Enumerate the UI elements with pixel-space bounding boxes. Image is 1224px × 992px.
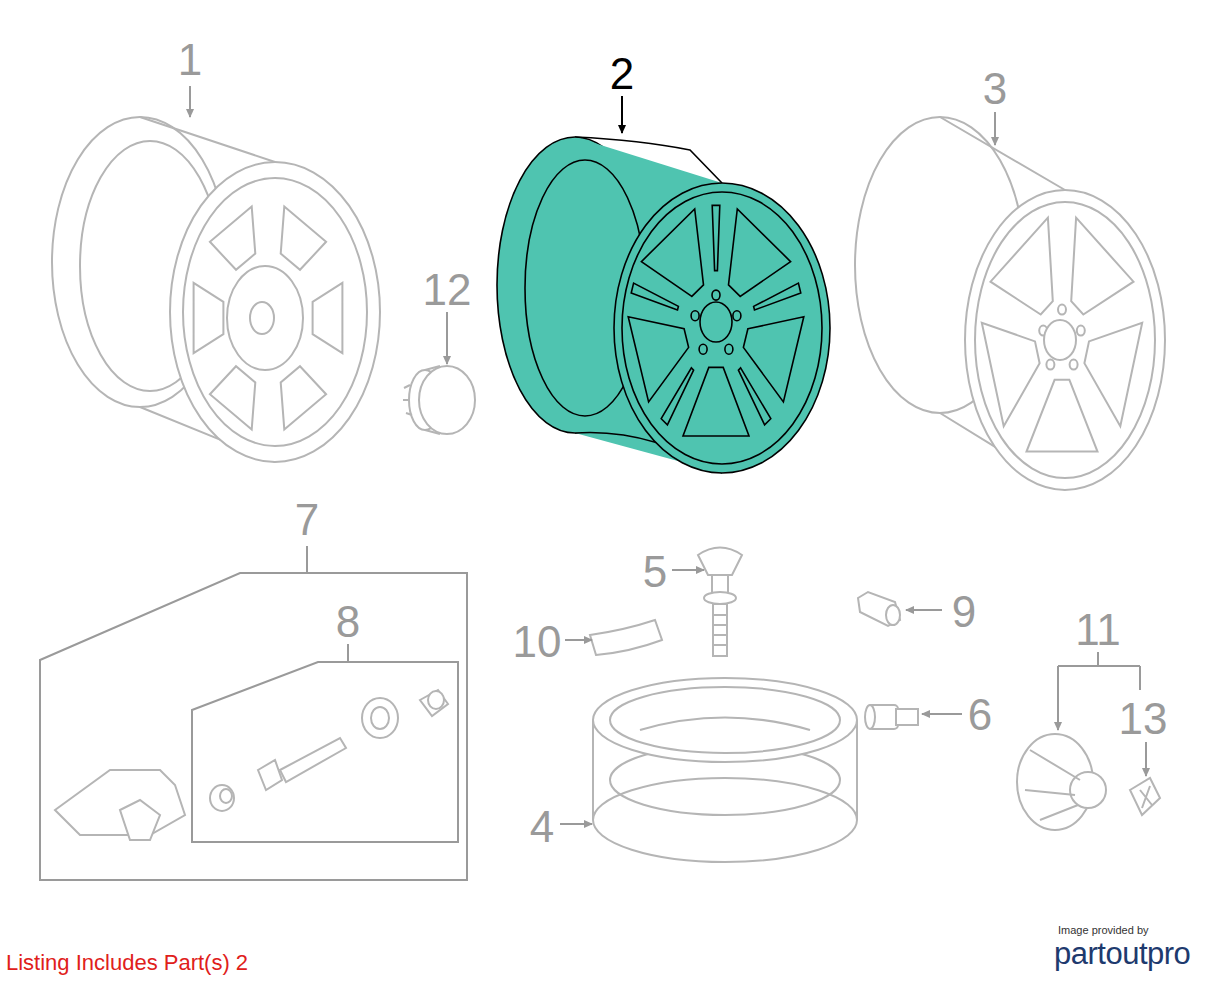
spoke-window [628,317,688,402]
spare-bolt [698,548,742,657]
spoke-window [661,368,693,425]
spoke-window [641,209,703,297]
spoke-window [991,218,1053,315]
callout-number: 12 [423,268,472,312]
callout-number: 1 [178,38,202,82]
callout-number: 10 [513,620,562,664]
alloy-wheel [497,137,830,473]
spoke-window [712,205,720,270]
spoke-window [281,207,326,270]
bolt-hole [733,311,741,321]
bolt-hole [1070,360,1078,370]
listing-note: Listing Includes Part(s) 2 [6,952,248,974]
hub-cap [1017,734,1160,830]
callout-number: 3 [983,67,1007,111]
bolt-hole [725,344,733,354]
balance-weight [590,620,662,655]
alloy-wheel [855,117,1165,490]
wheel-nut [858,592,900,626]
bolt-hole [691,311,699,321]
callout-number: 9 [952,590,976,634]
spoke-window [631,283,678,310]
callout-number: 2 [610,52,634,96]
spoke-window [210,207,255,270]
spoke-window [194,283,224,353]
bolt-hole [699,344,707,354]
tpms-parts [55,690,448,840]
leader-lines [190,86,1146,824]
brand-logo: partoutpro [1054,938,1190,969]
spoke-window [683,367,749,436]
callout-number: 6 [968,693,992,737]
tpms-kit-box [40,546,467,880]
callout-number: 5 [643,550,667,594]
valve-stem [865,705,918,729]
callout-number: 4 [530,805,554,849]
spoke-window [313,283,343,353]
bolt-hole [1077,326,1085,336]
spoke-window [729,209,791,297]
credit-note: Image provided by [1058,925,1149,936]
spoke-window [1071,218,1133,315]
spoke-window [738,368,770,425]
bolt-hole [1058,305,1066,315]
callout-number: 8 [336,600,360,644]
callout-number: 11 [1075,608,1121,652]
callout-number: 7 [295,498,319,542]
bolt-hole [1046,360,1054,370]
spoke-window [281,366,326,429]
callout-number: 13 [1119,697,1168,741]
spare-wheel [593,678,857,862]
spoke-window [210,366,255,429]
leader-line [621,96,623,133]
spoke-window [754,283,801,310]
center-cap [403,366,475,434]
bolt-hole [712,290,720,300]
spoke-window [1027,380,1098,452]
spoke-window [982,323,1040,427]
spoke-window [1084,323,1142,427]
steel-wheel [52,117,380,462]
